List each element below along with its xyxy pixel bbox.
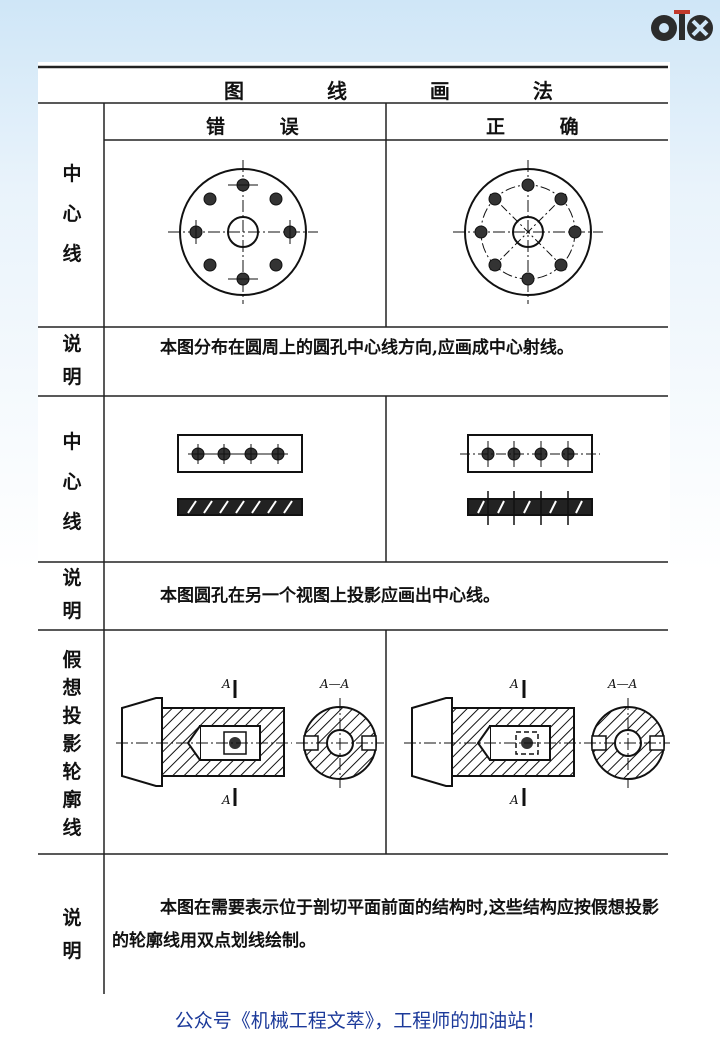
drawing-table: 图 线 画 法 错 误 正 确 中心线 <box>38 62 670 994</box>
row-label-note-2: 说明 <box>62 567 82 622</box>
row-label-center-line-1: 中心线 <box>62 163 82 265</box>
svg-text:A—A: A—A <box>319 677 350 691</box>
column-header-right: 正 确 <box>486 116 603 138</box>
figure-plate-right <box>460 434 600 525</box>
row-label-center-line-2: 中心线 <box>62 431 82 533</box>
figure-flange-wrong <box>168 160 318 304</box>
note-text-2: 本图圆孔在另一个视图上投影应画出中心线。 <box>160 586 500 606</box>
svg-text:A: A <box>509 793 519 807</box>
row-label-phantom-line: 假想投影轮廓线 <box>62 649 82 839</box>
svg-text:A: A <box>509 677 519 691</box>
figure-plate-wrong <box>177 434 303 516</box>
column-header-wrong: 错 误 <box>206 116 323 138</box>
note-text-1: 本图分布在圆周上的圆孔中心线方向,应画成中心射线。 <box>160 338 574 358</box>
table-grid <box>38 65 668 994</box>
table-title: 图 线 画 法 <box>224 79 591 103</box>
svg-text:A—A: A—A <box>607 677 638 691</box>
svg-text:A: A <box>221 793 231 807</box>
note-text-3: 本图在需要表示位于剖切平面前面的结构时,这些结构应按假想投影的轮廓线用双点划线绘… <box>112 898 659 951</box>
figure-section-wrong: A A A—A <box>116 677 384 807</box>
footer-caption: 公众号《机械工程文萃》，工程师的加油站！ <box>174 1010 546 1032</box>
svg-text:A: A <box>221 677 231 691</box>
site-logo <box>648 6 716 46</box>
figure-flange-right <box>453 160 603 304</box>
figure-section-right: A A A—A <box>404 677 670 807</box>
row-label-note-1: 说明 <box>62 333 82 388</box>
row-label-note-3: 说明 <box>62 907 82 962</box>
